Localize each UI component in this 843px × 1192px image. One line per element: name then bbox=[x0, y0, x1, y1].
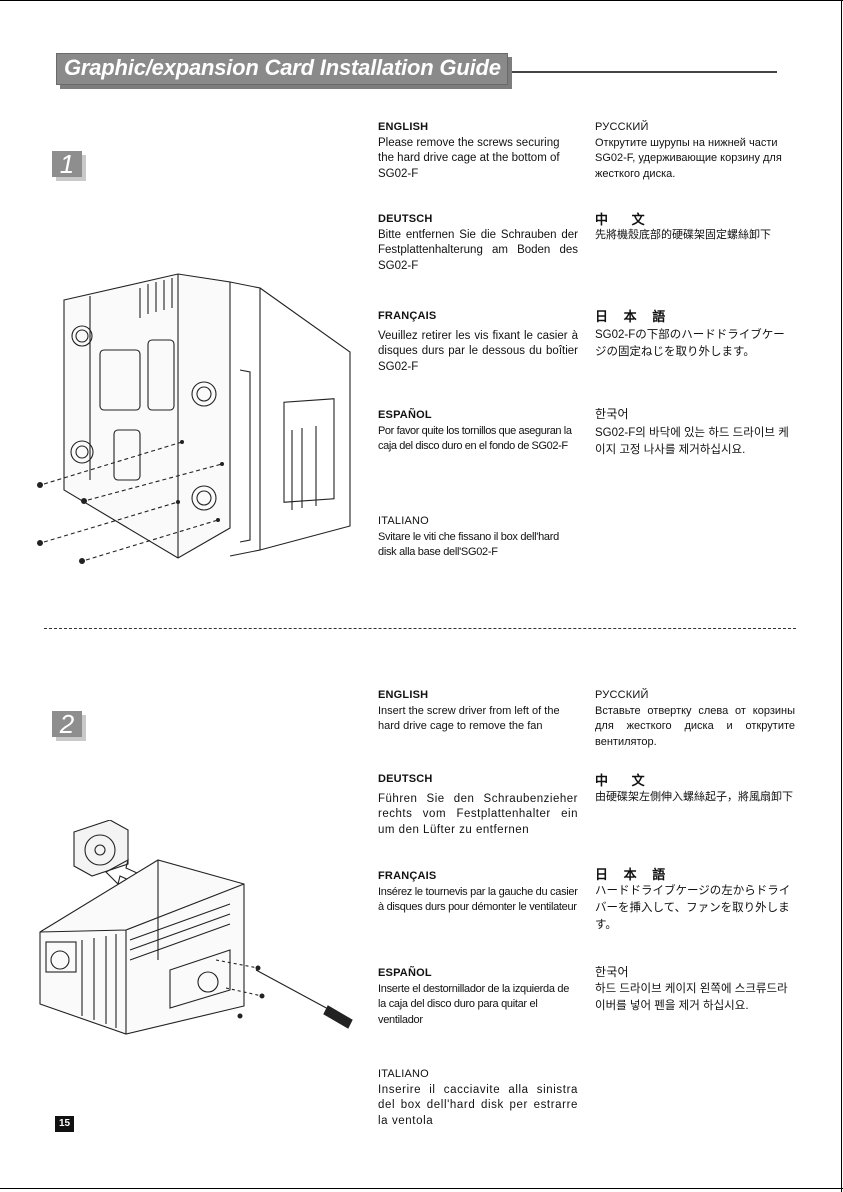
lang-body: Bitte entfernen Sie die Schrauben der Fe… bbox=[378, 228, 578, 272]
step-1-japanese: 日 本 語 SG02-Fの下部のハードドライブケージの固定ねじを取り外します。 bbox=[595, 308, 795, 361]
lang-body: Führen Sie den Schraubenzieher rechts vo… bbox=[378, 792, 578, 836]
step-1-english: ENGLISH Please remove the screws securin… bbox=[378, 120, 578, 182]
lang-body: Insérez le tournevis par la gauche du ca… bbox=[378, 885, 578, 914]
page-border-bottom bbox=[0, 1188, 843, 1189]
title-rule bbox=[512, 71, 777, 73]
lang-body: Veuillez retirer les vis fixant le casie… bbox=[378, 329, 578, 373]
lang-heading: 中 文 bbox=[595, 212, 655, 227]
section-divider bbox=[44, 628, 796, 629]
step-2-korean: 한국어 하드 드라이브 케이지 왼쪽에 스크류드라이버를 넣어 펜을 제거 하십… bbox=[595, 964, 795, 1015]
page-number: 15 bbox=[55, 1116, 74, 1132]
lang-body: Inserte el destornillador de la izquierd… bbox=[378, 982, 570, 1026]
page-title: Graphic/expansion Card Installation Guid… bbox=[64, 55, 501, 80]
step-1-badge: 1 bbox=[52, 151, 86, 181]
lang-heading: ENGLISH bbox=[378, 689, 429, 701]
title-banner: Graphic/expansion Card Installation Guid… bbox=[56, 53, 512, 89]
lang-heading: 한국어 bbox=[595, 965, 629, 979]
step-2-english: ENGLISH Insert the screw driver from lef… bbox=[378, 688, 578, 735]
lang-body: Por favor quite los tornillos que asegur… bbox=[378, 424, 572, 453]
lang-heading: 한국어 bbox=[595, 407, 629, 421]
step-1-espanol: ESPAÑOL Por favor quite los tornillos qu… bbox=[378, 408, 578, 455]
lang-heading: ITALIANO bbox=[378, 1068, 429, 1080]
lang-body: SG02-Fの下部のハードドライブケージの固定ねじを取り外します。 bbox=[595, 329, 785, 358]
lang-body: 하드 드라이브 케이지 왼쪽에 스크류드라이버를 넣어 펜을 제거 하십시요. bbox=[595, 983, 788, 1012]
step-2-illustration bbox=[39, 820, 353, 1035]
lang-heading: DEUTSCH bbox=[378, 213, 433, 225]
lang-heading: ESPAÑOL bbox=[378, 409, 432, 421]
step-number: 2 bbox=[59, 709, 75, 739]
lang-body: Открутите шурупы на нижней части SG02-F,… bbox=[595, 136, 782, 180]
lang-heading: 中 文 bbox=[595, 773, 655, 788]
title-banner-box bbox=[56, 53, 508, 85]
step-1-korean: 한국어 SG02-F의 바닥에 있는 하드 드라이브 케이지 고정 나사를 제거… bbox=[595, 406, 795, 459]
lang-body: ハードドライブケージの左からドライバーを挿入して、ファンを取り外します。 bbox=[595, 885, 791, 931]
step-1-italiano: ITALIANO Svitare le viti che fissano il … bbox=[378, 514, 578, 561]
lang-heading: FRANÇAIS bbox=[378, 310, 437, 322]
step-2-badge: 2 bbox=[52, 711, 86, 741]
lang-heading: РУССКИЙ bbox=[595, 689, 649, 701]
lang-body: Insert the screw driver from left of the… bbox=[378, 704, 560, 733]
step-number: 1 bbox=[59, 149, 75, 179]
step-2-russian: РУССКИЙ Вставьте отвертку слева от корзи… bbox=[595, 688, 795, 750]
step-1-deutsch: DEUTSCH Bitte entfernen Sie die Schraube… bbox=[378, 212, 578, 274]
lang-heading: DEUTSCH bbox=[378, 773, 433, 785]
step-1-chinese: 中 文 先將機殼底部的硬碟架固定螺絲卸下 bbox=[595, 212, 795, 243]
step-1-russian: РУССКИЙ Открутите шурупы на нижней части… bbox=[595, 120, 795, 182]
lang-body: Вставьте отвертку слева от корзины для ж… bbox=[595, 704, 795, 748]
lang-heading: ESPAÑOL bbox=[378, 967, 432, 979]
lang-body: SG02-F의 바닥에 있는 하드 드라이브 케이지 고정 나사를 제거하십시요… bbox=[595, 427, 789, 456]
lang-heading: ITALIANO bbox=[378, 515, 429, 527]
lang-body: 先將機殼底部的硬碟架固定螺絲卸下 bbox=[595, 228, 771, 241]
lang-heading: ENGLISH bbox=[378, 121, 429, 133]
page-border-top bbox=[0, 0, 843, 1]
step-2-japanese: 日 本 語 ハードドライブケージの左からドライバーを挿入して、ファンを取り外しま… bbox=[595, 866, 795, 934]
step-2-italiano: ITALIANO Inserire il cacciavite alla sin… bbox=[378, 1067, 578, 1129]
step-2-espanol: ESPAÑOL Inserte el destornillador de la … bbox=[378, 966, 578, 1028]
lang-body: Svitare le viti che fissano il box dell'… bbox=[378, 530, 559, 559]
lang-body: 由硬碟架左側伸入螺絲起子，將風扇卸下 bbox=[595, 791, 793, 803]
step-2-chinese: 中 文 由硬碟架左側伸入螺絲起子，將風扇卸下 bbox=[595, 772, 795, 806]
page-border-right bbox=[841, 0, 842, 1192]
lang-body: Please remove the screws securing the ha… bbox=[378, 136, 560, 180]
step-2-deutsch: DEUTSCH Führen Sie den Schraubenzieher r… bbox=[378, 772, 578, 838]
lang-heading: 日 本 語 bbox=[595, 867, 672, 882]
step-2-francais: FRANÇAIS Insérez le tournevis par la gau… bbox=[378, 869, 578, 916]
lang-heading: FRANÇAIS bbox=[378, 870, 437, 882]
step-1-illustration bbox=[37, 273, 351, 564]
lang-heading: 日 本 語 bbox=[595, 309, 672, 324]
step-1-francais: FRANÇAIS Veuillez retirer les vis fixant… bbox=[378, 309, 578, 375]
lang-body: Inserire il cacciavite alla sinistra del… bbox=[378, 1083, 578, 1127]
lang-heading: РУССКИЙ bbox=[595, 121, 649, 133]
